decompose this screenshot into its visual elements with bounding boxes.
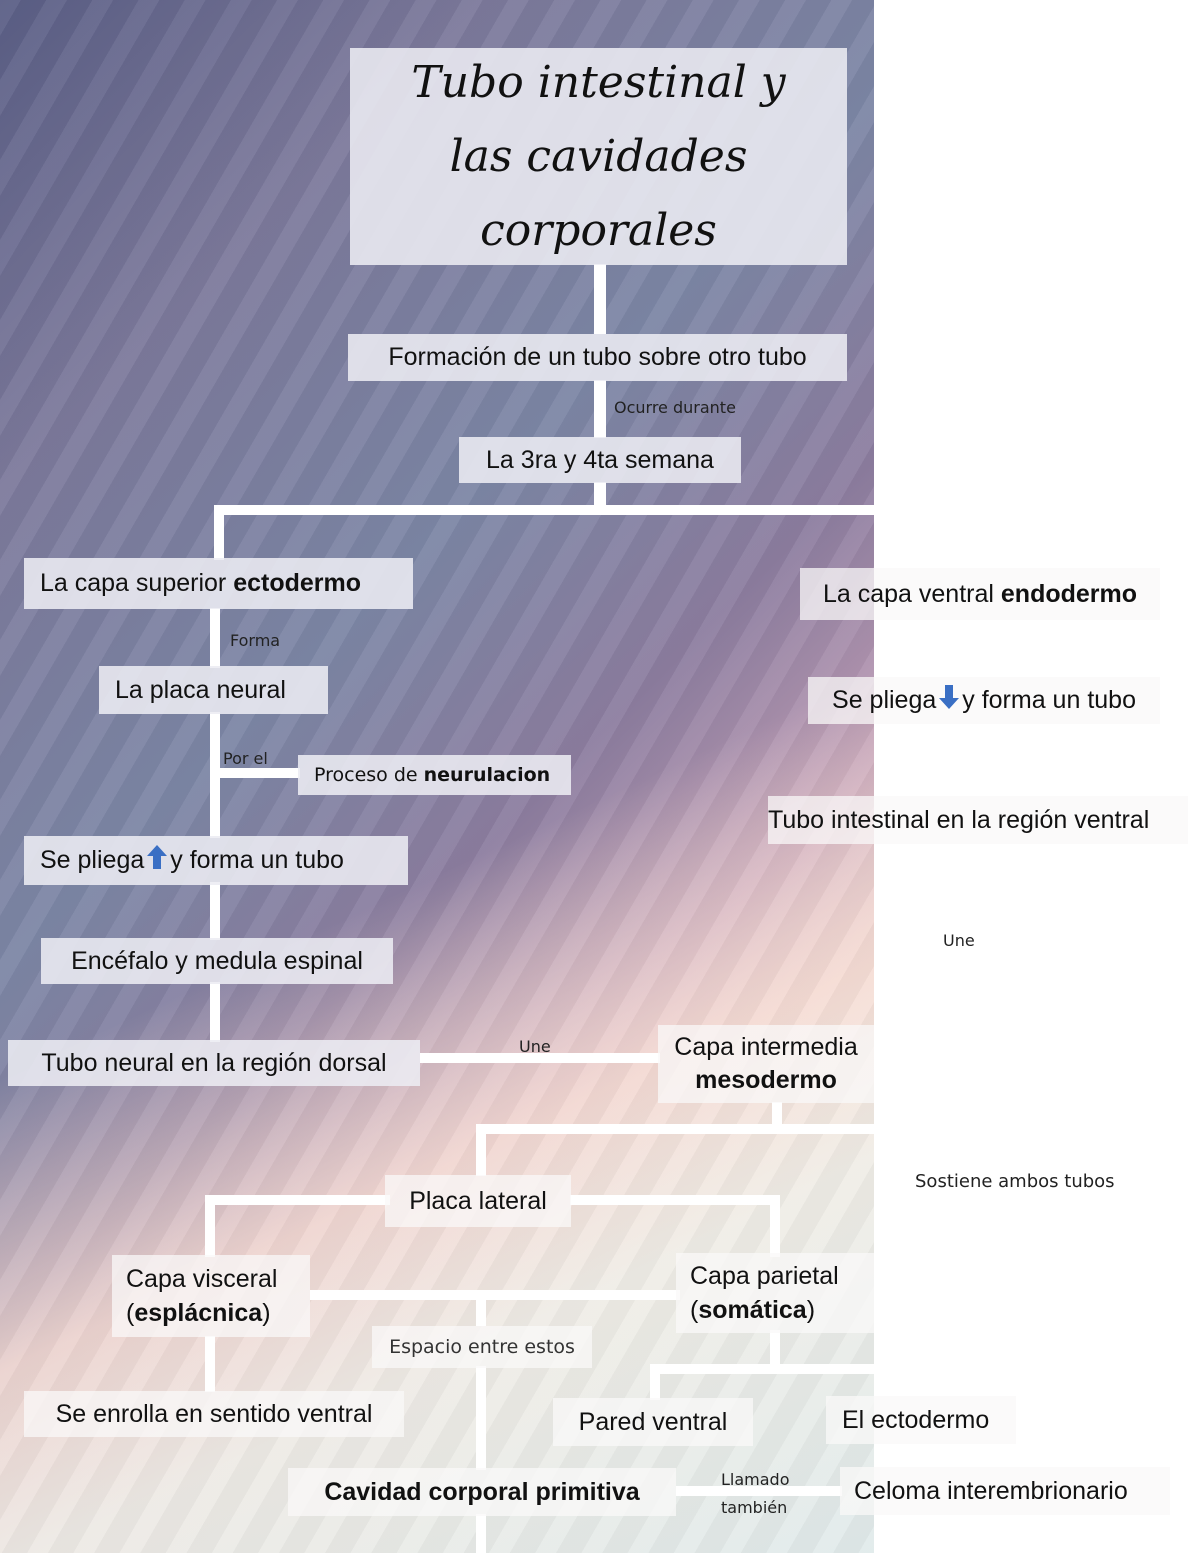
- connector: [214, 505, 874, 515]
- connector: [770, 1195, 780, 1257]
- connector: [650, 1364, 874, 1374]
- title-line-3: corporales: [480, 204, 717, 256]
- parietal-line-1: Capa parietal: [690, 1262, 839, 1290]
- connector: [214, 505, 224, 560]
- neurulacion-bold: neurulacion: [423, 764, 551, 786]
- node-cavidad: Cavidad corporal primitiva: [288, 1468, 676, 1516]
- title-box: Tubo intestinal y las cavidades corporal…: [350, 48, 847, 265]
- node-pliega-down: Se pliega y forma un tubo: [808, 677, 1160, 724]
- connector: [476, 1366, 486, 1470]
- title-line-1: Tubo intestinal y: [411, 56, 786, 108]
- connector: [594, 482, 606, 512]
- ecto-prefix: La capa superior: [40, 569, 234, 597]
- meso-line-2: mesodermo: [695, 1066, 837, 1094]
- node-pliega-up: Se pliega y forma un tubo: [24, 836, 408, 885]
- label-ocurre-durante: Ocurre durante: [614, 398, 736, 417]
- connector: [650, 1364, 660, 1400]
- connector: [772, 1102, 782, 1128]
- connector: [210, 712, 220, 838]
- node-tubo-neural: Tubo neural en la región dorsal: [8, 1040, 420, 1086]
- node-formacion: Formación de un tubo sobre otro tubo: [348, 334, 847, 381]
- pliega-up-a: Se pliega: [40, 846, 145, 874]
- neurulacion-prefix: Proceso de: [314, 764, 424, 786]
- node-parietal: Capa parietal (somática): [676, 1253, 874, 1333]
- connector: [476, 1296, 486, 1326]
- connector: [210, 882, 220, 940]
- connector: [476, 1124, 486, 1176]
- connector: [476, 1514, 486, 1553]
- node-celoma: Celoma interembrionario: [840, 1467, 1170, 1515]
- node-ectodermo: La capa superior ectodermo: [24, 558, 413, 609]
- title-line-2: las cavidades: [449, 130, 748, 182]
- node-placa-neural: La placa neural: [99, 666, 328, 714]
- parietal-line-2: (somática): [690, 1296, 816, 1324]
- node-mesodermo: Capa intermedia mesodermo: [658, 1025, 874, 1103]
- node-encefalo: Encéfalo y medula espinal: [41, 938, 393, 984]
- node-enrolla: Se enrolla en sentido ventral: [24, 1391, 404, 1437]
- meso-line-1: Capa intermedia: [674, 1033, 858, 1061]
- label-une-left: Une: [519, 1037, 551, 1056]
- connector: [676, 1486, 842, 1496]
- node-espacio: Espacio entre estos: [372, 1326, 592, 1368]
- node-visceral: Capa visceral (esplácnica): [112, 1255, 310, 1337]
- connector: [770, 1330, 780, 1366]
- connector: [420, 1053, 660, 1063]
- connector: [210, 982, 220, 1042]
- node-placa-lateral: Placa lateral: [385, 1175, 571, 1227]
- connector: [594, 264, 606, 334]
- connector: [205, 1195, 390, 1205]
- connector: [205, 1336, 215, 1392]
- ecto-bold: ectodermo: [233, 569, 361, 597]
- arrow-up-icon: [146, 844, 168, 877]
- node-tubo-intestinal: Tubo intestinal en la región ventral: [768, 796, 1188, 844]
- label-une-right: Une: [943, 931, 975, 950]
- node-el-ectodermo: El ectodermo: [826, 1396, 1016, 1444]
- label-por-el: Por el: [223, 749, 268, 768]
- connector: [570, 1195, 780, 1205]
- visceral-line-2: (esplácnica): [126, 1299, 271, 1327]
- connector: [476, 1124, 874, 1134]
- endo-prefix: La capa ventral: [822, 579, 1001, 608]
- node-semana: La 3ra y 4ta semana: [459, 437, 741, 483]
- pliega-up-b: y forma un tubo: [170, 846, 344, 874]
- pliega-down-b: y forma un tubo: [962, 686, 1136, 714]
- pliega-down-a: Se pliega: [832, 686, 937, 714]
- connector: [594, 380, 606, 438]
- connector: [205, 1195, 215, 1257]
- arrow-down-icon: [938, 684, 960, 717]
- connector: [218, 768, 300, 778]
- label-llamado: Llamado también: [721, 1470, 790, 1517]
- node-neurulacion: Proceso de neurulacion: [298, 755, 571, 795]
- visceral-line-1: Capa visceral: [126, 1265, 278, 1293]
- label-forma: Forma: [230, 631, 281, 650]
- connector: [310, 1290, 680, 1300]
- label-sostiene: Sostiene ambos tubos: [915, 1171, 1115, 1192]
- connector: [210, 608, 220, 668]
- node-endodermo: La capa ventral endodermo: [800, 568, 1160, 620]
- endo-bold: endodermo: [1000, 579, 1138, 608]
- node-pared-ventral: Pared ventral: [553, 1398, 753, 1446]
